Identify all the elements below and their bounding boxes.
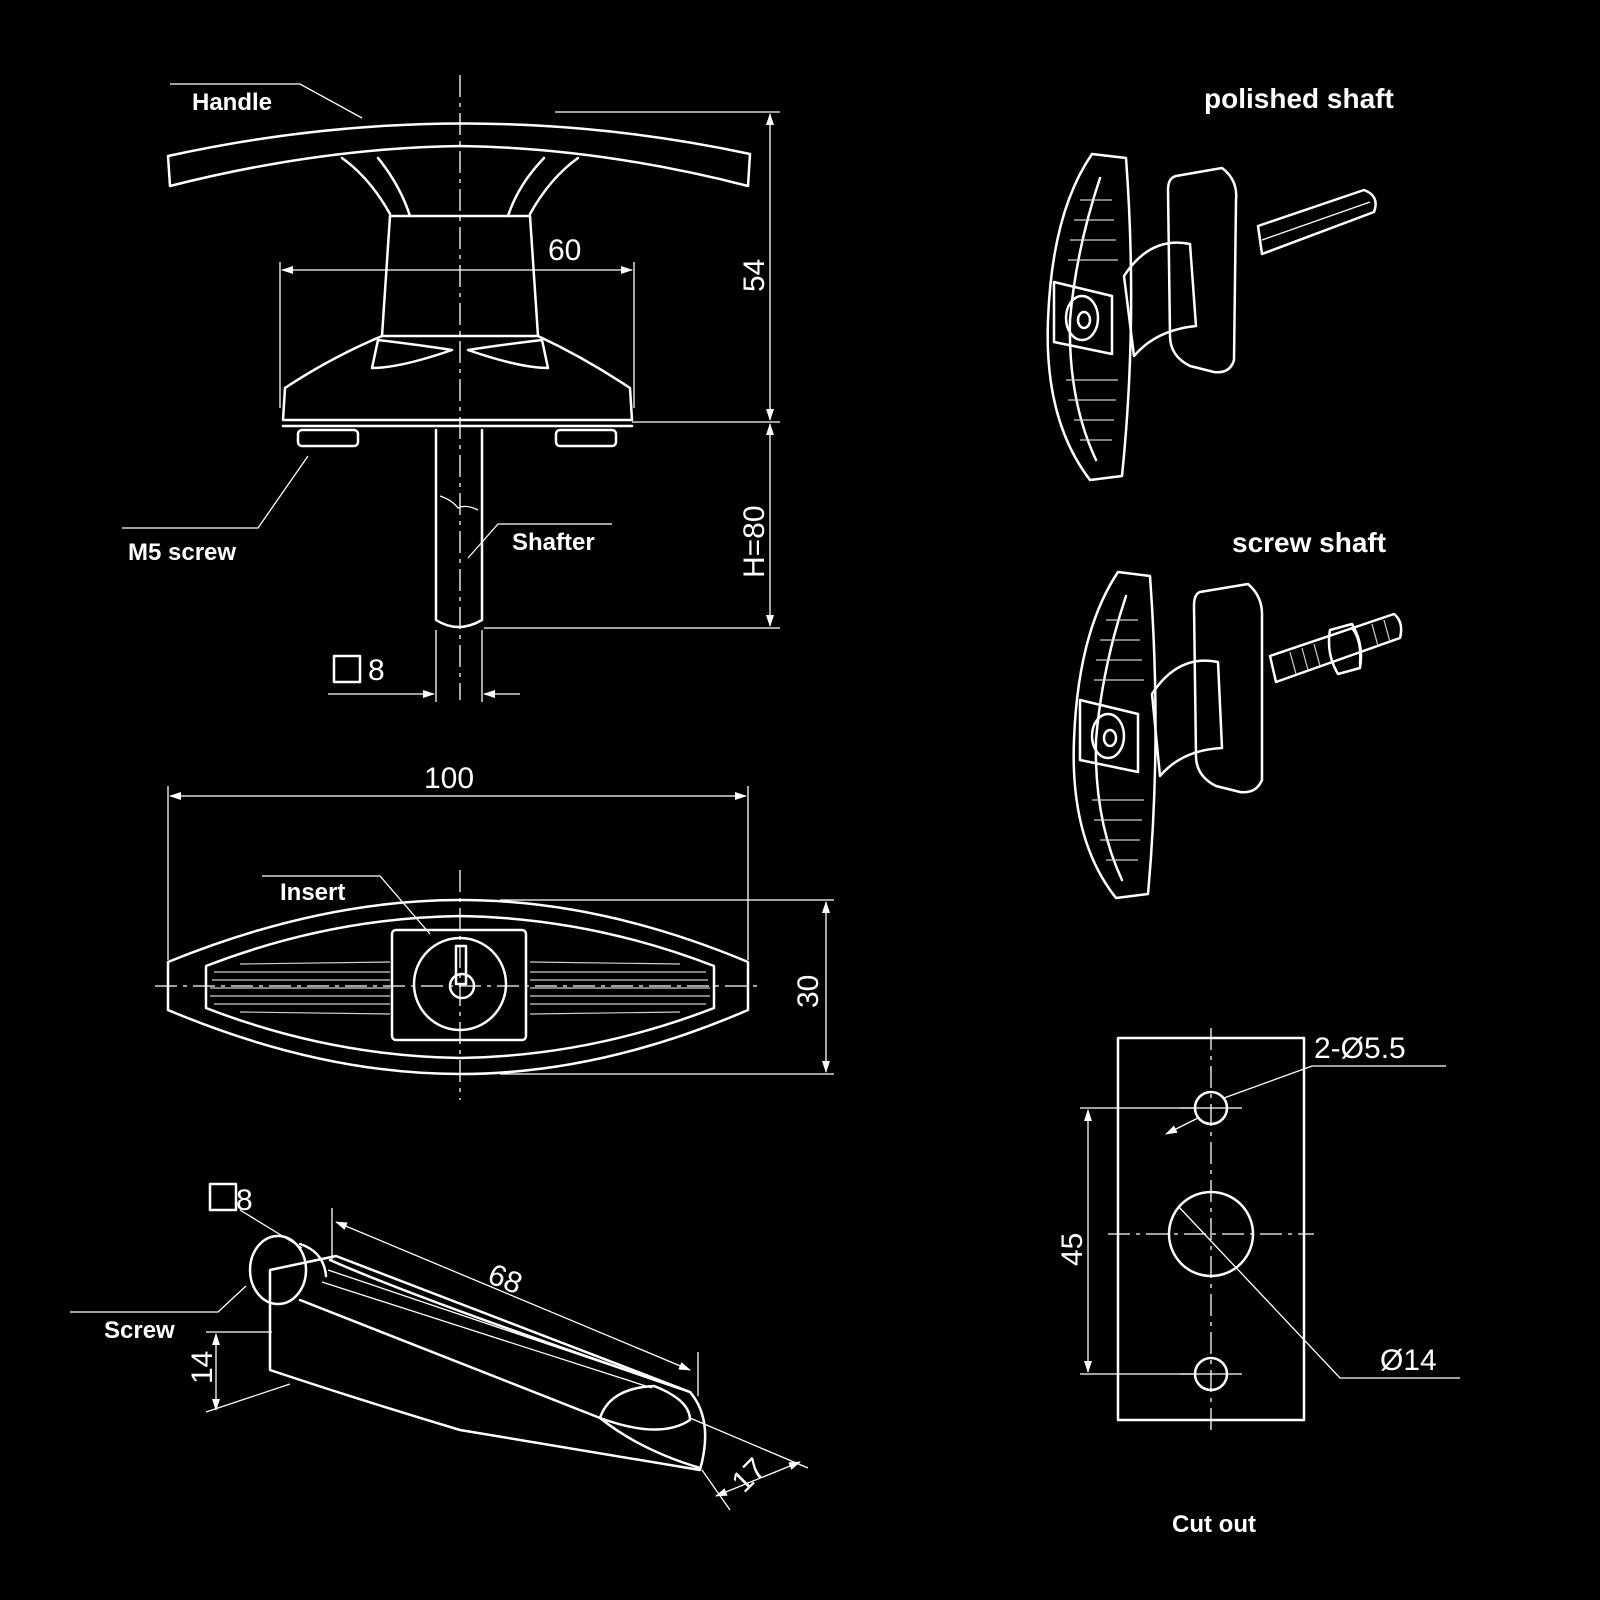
handle-arm-left	[340, 156, 392, 216]
iso-handle-inner-2	[1094, 594, 1128, 882]
top-inner-outline	[204, 914, 716, 1060]
iso-insert-plate-2	[1078, 698, 1140, 774]
insert-leader	[262, 875, 431, 935]
handle-arm-right	[528, 156, 580, 216]
base-fin-left	[370, 338, 454, 370]
insert-key-slot	[454, 944, 468, 986]
handle-arm-left-inner	[376, 156, 412, 218]
iso-shaft-edge	[1261, 201, 1371, 241]
top-view: 100 30 Insert	[155, 762, 834, 1100]
handle-arm-right-inner	[506, 156, 546, 218]
dim-45: 45	[1056, 1233, 1089, 1266]
square-symbol-side	[208, 1182, 238, 1212]
iso-insert-lock-2	[1090, 712, 1126, 760]
dim-68: 68	[483, 1258, 526, 1301]
iso-handle-outer-2	[1072, 570, 1157, 900]
d14-leader	[1177, 1205, 1460, 1379]
ext-line	[205, 1383, 291, 1413]
label-screw: Screw	[104, 1317, 175, 1344]
label-shafter: Shafter	[512, 529, 595, 556]
dim-line-68	[335, 1221, 691, 1371]
grip-ridges-left	[210, 961, 391, 1015]
title-screw-shaft: screw shaft	[1232, 527, 1386, 558]
dim-14: 14	[186, 1351, 219, 1384]
hole-leader-tail	[1165, 1117, 1199, 1135]
iso-base-block	[1166, 166, 1238, 374]
grip-ridges-right	[529, 961, 710, 1015]
top-outline	[166, 898, 750, 1076]
dim-h80: H=80	[738, 505, 771, 578]
label-insert: Insert	[280, 879, 345, 906]
dim-square-8-front: 8	[368, 654, 385, 687]
ext-line	[689, 1417, 809, 1469]
polished-shaft-view: polished shaft	[1046, 83, 1394, 482]
dim-2-d5-5: 2-Ø5.5	[1314, 1032, 1406, 1065]
cutout-hole-center	[1167, 1190, 1255, 1278]
screw-shaft-view: screw shaft	[1072, 527, 1403, 900]
handle-bar	[166, 122, 752, 188]
side-face-line	[321, 1281, 653, 1389]
square-symbol-front	[332, 654, 362, 684]
iso-shaft-rod	[1256, 188, 1377, 256]
dim-17: 17	[726, 1452, 773, 1499]
base-fin-right	[466, 338, 550, 370]
title-polished-shaft: polished shaft	[1204, 83, 1394, 114]
label-cut-out: Cut out	[1172, 1511, 1256, 1538]
dim-square-8-side: 8	[236, 1184, 253, 1217]
iso-neck	[1122, 241, 1198, 358]
iso-insert-lock	[1064, 294, 1100, 342]
side-body	[268, 1254, 707, 1472]
insert-lock-circle	[412, 936, 508, 1032]
iso-insert-keyhole	[1076, 310, 1092, 330]
cut-out-view: 2-Ø5.5 45 Ø14 Cut out	[1056, 1028, 1460, 1538]
iso-handle-outer	[1046, 152, 1133, 482]
iso-handle-ridges	[1066, 199, 1118, 441]
insert-plate	[390, 928, 528, 1042]
screw-leader	[70, 1285, 247, 1313]
label-m5-screw: M5 screw	[128, 539, 236, 566]
m5-screw-right	[554, 428, 618, 448]
iso-neck-2	[1150, 659, 1224, 778]
label-handle: Handle	[192, 89, 272, 116]
side-view: 8 68 14 17 Screw	[70, 1182, 809, 1511]
side-screw-shank	[298, 1242, 328, 1278]
front-view: Handle M5 screw Shafter 60 54 H=80 8	[122, 75, 780, 702]
dim-60: 60	[548, 234, 581, 267]
shaft-break	[439, 495, 479, 511]
iso-handle-inner	[1068, 176, 1102, 462]
iso-thread-marks	[1289, 619, 1391, 675]
shaft	[434, 428, 484, 629]
shafter-leader	[467, 523, 612, 559]
side-tip	[598, 1384, 692, 1431]
handle-leader	[170, 83, 363, 119]
iso-insert-plate	[1052, 280, 1114, 356]
m5-screw-left	[296, 428, 360, 448]
hole-leader	[1223, 1065, 1446, 1099]
iso-threaded-rod	[1268, 612, 1403, 684]
dim-54: 54	[738, 259, 771, 292]
dim-line-17	[715, 1461, 801, 1497]
iso-washer	[1350, 626, 1362, 666]
dim-30: 30	[792, 975, 825, 1008]
dim-100: 100	[424, 762, 474, 795]
dim-d14: Ø14	[1380, 1344, 1437, 1377]
m5-screw-leader	[122, 455, 309, 529]
iso-insert-keyhole-2	[1102, 728, 1118, 748]
iso-base-block-2	[1192, 582, 1264, 794]
square-leader	[239, 1209, 303, 1249]
side-screw-head	[248, 1234, 308, 1306]
handle-base	[281, 334, 634, 422]
iso-handle-ridges-2	[1092, 619, 1144, 861]
insert-keyhole	[448, 972, 476, 1000]
